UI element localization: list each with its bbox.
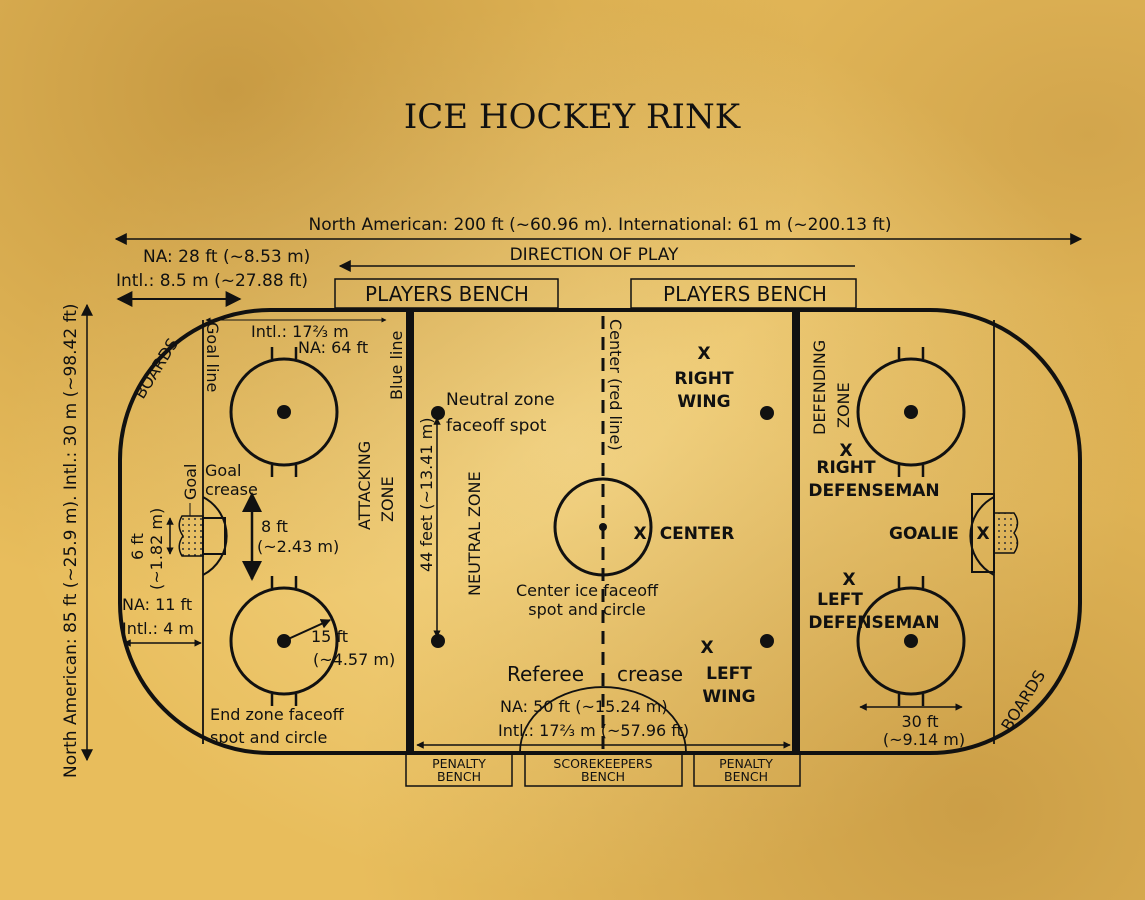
goal-crease-label-2: crease bbox=[205, 480, 258, 499]
defending-zone-label-1: DEFENDING bbox=[810, 340, 829, 435]
defending-zone-label-2: ZONE bbox=[834, 382, 853, 428]
spot-distance-label: 44 feet (~13.41 m) bbox=[417, 418, 436, 573]
player-left-defenseman: X LEFT DEFENSEMAN bbox=[808, 570, 939, 633]
boards-label-right: BOARDS bbox=[997, 667, 1049, 734]
players-bench-right-label: PLAYERS BENCH bbox=[663, 282, 827, 306]
faceoff-radius-label-2: (~4.57 m) bbox=[313, 650, 395, 669]
goal-crease-right bbox=[969, 496, 995, 576]
crease-depth-label-1: 8 ft bbox=[261, 517, 288, 536]
crease-depth-label-2: (~2.43 m) bbox=[257, 537, 339, 556]
goal-crease-label-1: Goal bbox=[205, 461, 241, 480]
svg-text:DEFENSEMAN: DEFENSEMAN bbox=[808, 481, 939, 501]
corner-radius-intl: Intl.: 8.5 m (~27.88 ft) bbox=[116, 271, 308, 291]
player-left-wing: X LEFT WING bbox=[700, 638, 755, 707]
end-zone-faceoff-label-2: spot and circle bbox=[210, 728, 327, 747]
boards-label-left: BOARDS bbox=[130, 335, 182, 402]
circle-diameter-label-1: 30 ft bbox=[901, 712, 938, 731]
penalty-bench-left-label-2: BENCH bbox=[437, 769, 481, 784]
goal-frame-left bbox=[202, 517, 226, 555]
referee-crease-label-1: Referee bbox=[507, 662, 584, 686]
goal-width-label-1: 6 ft bbox=[128, 533, 147, 560]
goal-distance-intl: Intl.: 4 m bbox=[122, 619, 194, 638]
faceoff-circle-right-bottom bbox=[856, 576, 966, 706]
neutral-spot-label-2: faceoff spot bbox=[446, 416, 547, 436]
scorekeepers-bench bbox=[524, 753, 683, 787]
penalty-bench-right-label: PENALTY bbox=[719, 756, 773, 771]
referee-crease-label-2: crease bbox=[617, 662, 683, 686]
rink-width-label: North American: 85 ft (~25.9 m). Intl.: … bbox=[61, 303, 81, 778]
scorekeepers-bench-label-2: BENCH bbox=[581, 769, 625, 784]
goal-net-left bbox=[178, 515, 204, 557]
zone-length-intl: Intl.: 17⅔ m bbox=[251, 322, 349, 341]
player-right-defenseman: X RIGHT DEFENSEMAN bbox=[808, 441, 939, 501]
center-line-label: Center (red line) bbox=[606, 319, 625, 451]
penalty-bench-left bbox=[405, 753, 513, 787]
neutral-spot-label-1: Neutral zone bbox=[446, 390, 555, 410]
svg-text:GOALIE: GOALIE bbox=[889, 524, 959, 544]
corner-radius-na: NA: 28 ft (~8.53 m) bbox=[143, 247, 310, 267]
faceoff-circle-left-top bbox=[229, 347, 339, 477]
scorekeepers-bench-label: SCOREKEEPERS bbox=[553, 756, 652, 771]
goal-label: Goal bbox=[181, 464, 200, 500]
svg-text:RIGHT: RIGHT bbox=[674, 369, 734, 389]
neutral-spot-right-top bbox=[760, 406, 774, 420]
center-circle-label-1: Center ice faceoff bbox=[516, 581, 659, 600]
goal-distance-na: NA: 11 ft bbox=[122, 595, 192, 614]
direction-of-play-label: DIRECTION OF PLAY bbox=[510, 245, 679, 265]
players-bench-left-label: PLAYERS BENCH bbox=[365, 282, 529, 306]
rink-boards-outline bbox=[118, 308, 1082, 755]
svg-text:X: X bbox=[976, 524, 989, 544]
faceoff-radius-label-1: 15 ft bbox=[311, 627, 348, 646]
center-faceoff-spot bbox=[599, 523, 607, 531]
svg-text:WING: WING bbox=[677, 392, 730, 412]
faceoff-radius-arrow bbox=[285, 619, 331, 641]
svg-text:X: X bbox=[842, 570, 855, 590]
goal-net-right bbox=[993, 512, 1019, 554]
blue-line-label: Blue line bbox=[387, 331, 406, 400]
svg-text:RIGHT: RIGHT bbox=[816, 458, 876, 478]
circle-diameter-label-2: (~9.14 m) bbox=[883, 730, 965, 749]
player-center: X CENTER bbox=[633, 524, 734, 544]
svg-text:DEFENSEMAN: DEFENSEMAN bbox=[808, 613, 939, 633]
player-right-wing: X RIGHT WING bbox=[674, 344, 734, 412]
svg-text:X: X bbox=[700, 638, 713, 658]
player-goalie: GOALIE X bbox=[889, 524, 990, 544]
referee-crease-na: NA: 50 ft (~15.24 m) bbox=[500, 697, 668, 716]
referee-crease-intl: Intl.: 17⅔ m (~57.96 ft) bbox=[498, 721, 689, 740]
goal-line-label: Goal line bbox=[203, 322, 222, 392]
referee-crease bbox=[519, 686, 687, 753]
goal-crease-left bbox=[202, 496, 228, 576]
svg-text:X: X bbox=[839, 441, 852, 461]
svg-text:WING: WING bbox=[702, 687, 755, 707]
svg-text:X: X bbox=[633, 524, 646, 544]
svg-text:LEFT: LEFT bbox=[817, 590, 863, 610]
penalty-bench-right bbox=[693, 753, 801, 787]
neutral-spot-right-bottom bbox=[760, 634, 774, 648]
rink-length-label: North American: 200 ft (~60.96 m). Inter… bbox=[309, 215, 892, 235]
svg-text:LEFT: LEFT bbox=[706, 664, 752, 684]
neutral-spot-left-top bbox=[431, 406, 445, 420]
zone-length-na: NA: 64 ft bbox=[298, 338, 368, 357]
penalty-bench-right-label-2: BENCH bbox=[724, 769, 768, 784]
end-zone-faceoff-label-1: End zone faceoff bbox=[210, 705, 345, 724]
center-faceoff-circle bbox=[553, 477, 653, 577]
svg-text:CENTER: CENTER bbox=[660, 524, 735, 544]
goal-width-label-2: (~1.82 m) bbox=[147, 508, 166, 590]
center-circle-label-2: spot and circle bbox=[528, 600, 645, 619]
faceoff-circle-left-bottom bbox=[229, 576, 339, 706]
diagram-title: ICE HOCKEY RINK bbox=[404, 97, 741, 137]
svg-text:X: X bbox=[697, 344, 710, 364]
attacking-zone-label-1: ATTACKING bbox=[355, 441, 374, 530]
neutral-spot-left-bottom bbox=[431, 634, 445, 648]
attacking-zone-label-2: ZONE bbox=[378, 476, 397, 522]
neutral-zone-label: NEUTRAL ZONE bbox=[465, 471, 484, 596]
faceoff-circle-right-top bbox=[856, 347, 966, 477]
penalty-bench-left-label: PENALTY bbox=[432, 756, 486, 771]
